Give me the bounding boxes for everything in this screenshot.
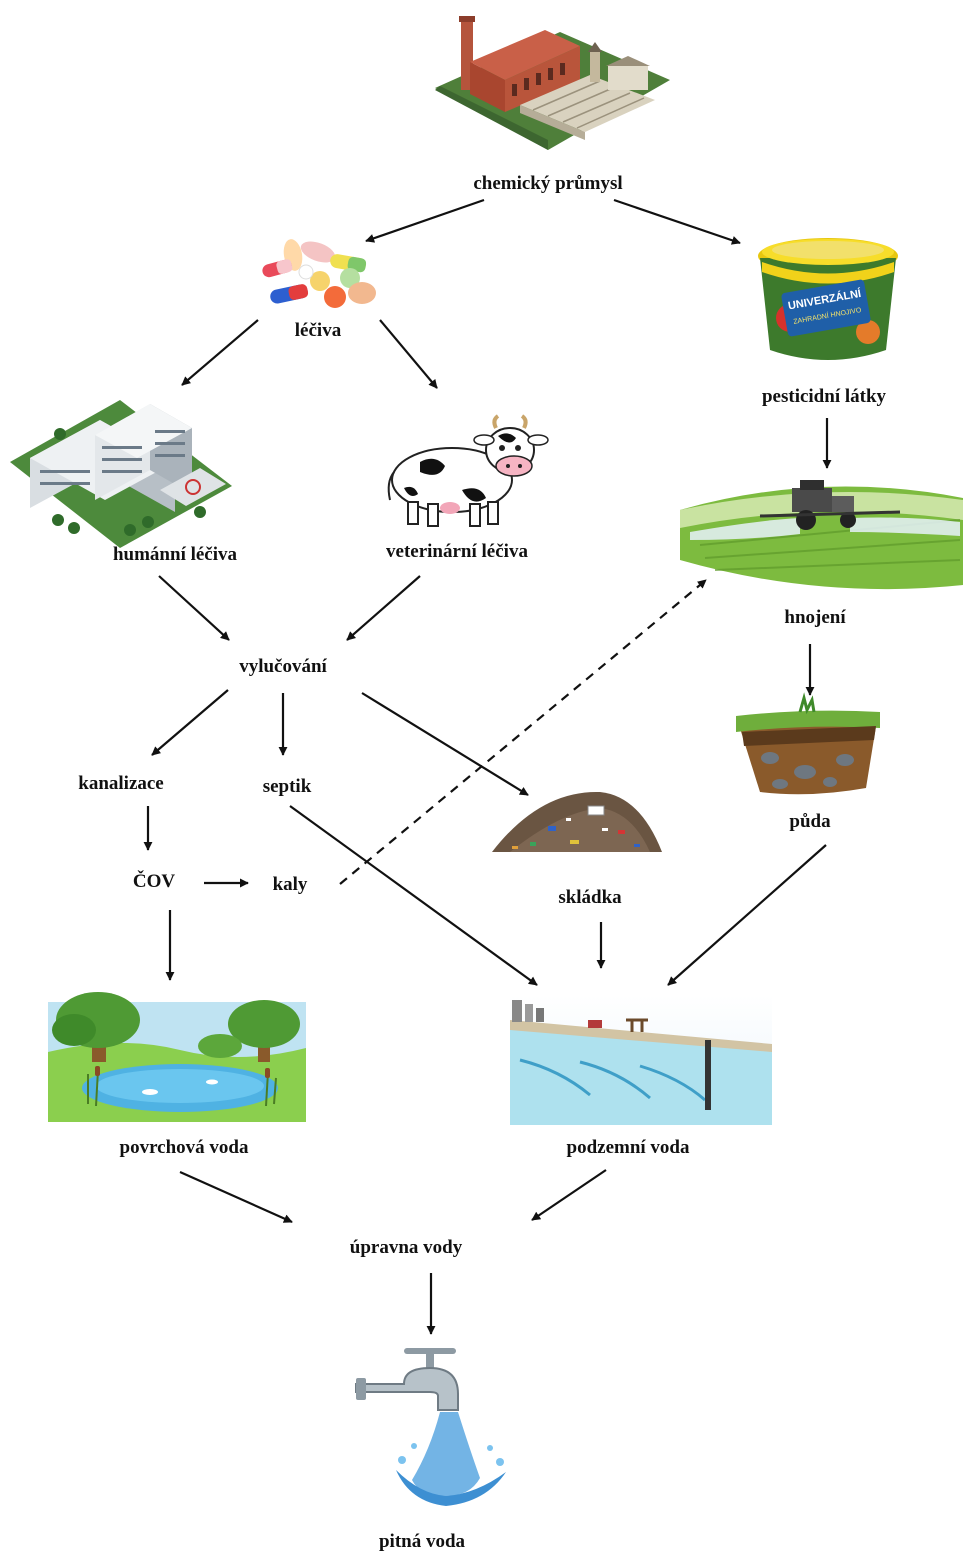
hospital-icon — [10, 400, 232, 548]
label-veterinary-pharmaceuticals: veterinární léčiva — [386, 541, 528, 562]
label-soil: půda — [789, 811, 831, 832]
arrow-septic-to-groundwater — [289, 805, 538, 986]
arrow-chem-to-pesticides — [613, 198, 741, 245]
label-chemical-industry: chemický průmysl — [473, 173, 622, 194]
label-wastewater-treatment-plant: ČOV — [133, 870, 176, 892]
label-surface-water: povrchová voda — [120, 1137, 249, 1158]
groundwater-icon — [510, 995, 772, 1125]
node-labels: chemický průmysl léčiva pesticidní látky… — [78, 173, 886, 1552]
arrow-groundwater-to-treatment — [531, 1169, 607, 1221]
label-groundwater: podzemní voda — [567, 1137, 690, 1158]
label-water-treatment-plant: úpravna vody — [350, 1237, 463, 1258]
label-sewer: kanalizace — [78, 773, 164, 794]
arrow-pharma-to-vet — [379, 319, 438, 389]
arrow-surface-water-to-treatment — [179, 1170, 293, 1224]
arrow-pharma-to-human — [181, 319, 259, 386]
label-septic-tank: septik — [263, 776, 312, 797]
faucet-icon — [355, 1348, 506, 1506]
pills-icon — [262, 239, 376, 308]
label-excretion: vylučování — [239, 656, 327, 677]
cow-icon — [387, 414, 549, 527]
label-sludge: kaly — [273, 874, 308, 895]
label-drinking-water: pitná voda — [379, 1531, 466, 1552]
pond-icon — [48, 992, 306, 1122]
label-pharmaceuticals: léčiva — [295, 320, 342, 341]
soil-icon — [736, 692, 880, 795]
label-landfill: skládka — [558, 887, 622, 908]
arrow-excretion-to-sewer — [151, 689, 229, 756]
label-fertilization: hnojení — [784, 607, 846, 628]
arrow-soil-to-groundwater — [667, 844, 827, 986]
landfill-icon — [492, 791, 662, 852]
tractor-field-icon — [680, 480, 963, 590]
arrow-vet-to-excretion — [346, 575, 421, 641]
label-pesticides: pesticidní látky — [762, 386, 887, 407]
arrow-excretion-to-landfill — [361, 692, 529, 796]
arrow-chem-to-pharma — [365, 198, 485, 243]
label-human-pharmaceuticals: humánní léčiva — [113, 544, 238, 565]
flow-arrows — [143, 198, 832, 1335]
factory-icon — [435, 16, 670, 150]
fertilizer-bucket-icon: UNIVERZÁLNÍ ZAHRADNÍ HNOJIVO — [758, 238, 898, 360]
arrow-human-to-excretion — [158, 575, 230, 641]
